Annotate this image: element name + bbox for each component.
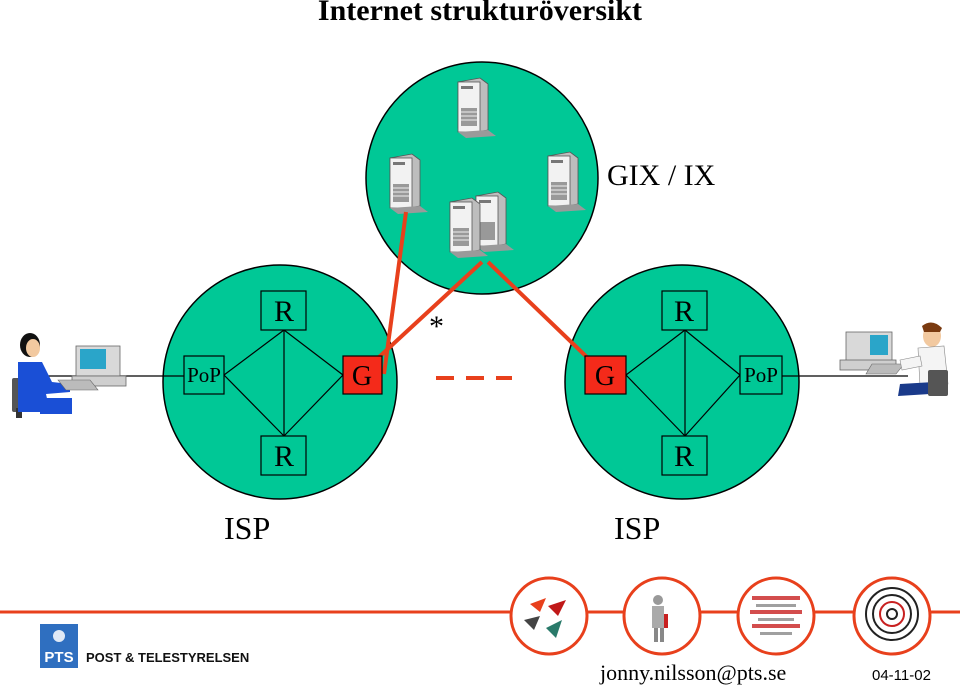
- decorative-circle-icon: [622, 576, 702, 656]
- page-title: Internet strukturöversikt: [317, 0, 643, 27]
- router-node: [661, 435, 708, 476]
- decorative-circle-icon: [736, 576, 816, 656]
- gateway-link-right: [486, 260, 594, 364]
- svg-text:PTS: PTS: [44, 649, 73, 666]
- router-node: [661, 290, 708, 331]
- pop-label: PoP: [744, 363, 778, 387]
- workstation-user-icon: [839, 322, 949, 396]
- isp-right-circle: [564, 264, 800, 500]
- brand-name: POST & TELESTYRELSEN: [86, 650, 250, 665]
- server-icon: [449, 197, 488, 258]
- pts-logo-icon: PTS: [40, 624, 78, 668]
- isp-left-topology: [40, 329, 344, 437]
- server-icon: [547, 151, 586, 212]
- decorative-circle-icon: [509, 576, 589, 656]
- gix-circle: [365, 61, 599, 295]
- contact-email: jonny.nilsson@pts.se: [600, 660, 787, 685]
- gateway-link-left-2: [376, 260, 484, 360]
- gix-label: GIX / IX: [607, 159, 716, 192]
- pop-label: PoP: [187, 363, 221, 387]
- server-icon: [457, 77, 496, 138]
- server-icon: [475, 191, 514, 252]
- slide-date: 04-11-02: [872, 667, 931, 684]
- isp-right-label: ISP: [614, 510, 661, 546]
- gateway-node: [584, 355, 627, 395]
- isp-left-circle: [162, 264, 398, 500]
- decorative-circle-icon: [852, 576, 932, 656]
- workstation-user-icon: [12, 333, 127, 418]
- router-label: R: [674, 295, 694, 328]
- server-icon: [389, 153, 428, 214]
- router-label: R: [274, 440, 294, 473]
- isp-left-label: ISP: [224, 510, 271, 546]
- isp-right-topology: [625, 329, 908, 437]
- router-label: R: [674, 440, 694, 473]
- router-node: [260, 290, 307, 331]
- peering-note-marker: *: [429, 310, 444, 343]
- gateway-label: G: [595, 361, 615, 392]
- gateway-node: [342, 355, 383, 395]
- pop-node: [739, 355, 783, 395]
- router-node: [260, 435, 307, 476]
- router-label: R: [274, 295, 294, 328]
- pop-node: [183, 355, 225, 395]
- gateway-label: G: [352, 361, 372, 392]
